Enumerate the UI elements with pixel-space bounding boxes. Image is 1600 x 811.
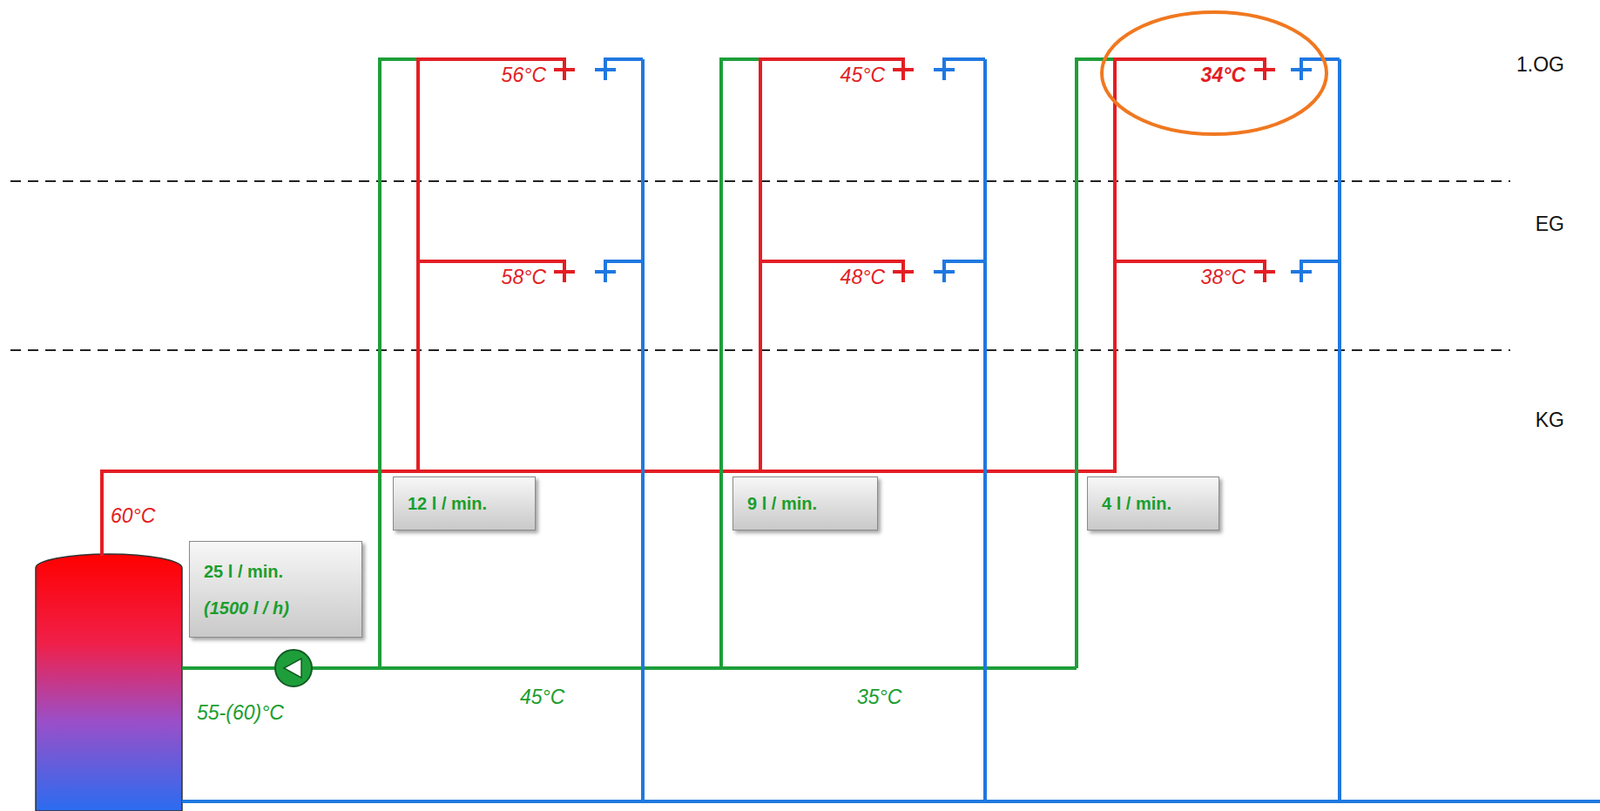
flow-rate-box: 4 l / min. [1086, 476, 1220, 531]
floor-name: EG [1535, 213, 1565, 236]
cold-riser [1337, 59, 1342, 802]
circulation-main [182, 666, 1077, 670]
circulation-riser [721, 59, 761, 669]
pump-arrow [283, 658, 302, 678]
temperature-label: 35°C [857, 686, 902, 709]
temperature-label: 48°C [840, 266, 885, 289]
floor-name: KG [1535, 409, 1565, 432]
cold-tap [1290, 67, 1312, 72]
hot-riser [1114, 59, 1265, 472]
temperature-label: 38°C [1201, 266, 1246, 289]
pump-body [275, 649, 312, 687]
flow-rate-text: 12 l / min. [407, 493, 521, 514]
hot-tap [553, 270, 575, 274]
flow-rate-text: 4 l / min. [1101, 493, 1205, 514]
temperature-label: 60°C [110, 505, 156, 527]
flow-rate-box: 12 l / min. [392, 476, 536, 531]
highlight-ellipse [1101, 12, 1327, 135]
flow-rate-text: 9 l / min. [747, 493, 864, 514]
floor-name: 1.OG [1516, 54, 1565, 76]
temperature-label: 56°C [501, 64, 547, 87]
circulation-pump [275, 649, 312, 687]
temperature-label: 58°C [501, 266, 547, 289]
temperature-label: 34°C [1201, 64, 1246, 87]
hot-tap [892, 270, 914, 274]
flow-rate-box: 25 l / min. (1500 l / h) [189, 540, 363, 638]
storage-tank [35, 553, 183, 811]
cold-return-main [182, 799, 1600, 804]
hot-tap [1254, 67, 1276, 72]
temperature-label: 45°C [840, 64, 885, 87]
hot-riser [418, 59, 565, 472]
temperature-label: 45°C [519, 686, 565, 709]
cold-riser [641, 59, 645, 802]
tank-body [35, 553, 183, 811]
hot-tap [892, 67, 914, 72]
cold-riser [983, 59, 987, 802]
flow-rate-box: 9 l / min. [732, 476, 878, 531]
cold-tap [594, 270, 616, 274]
cold-tap [933, 270, 955, 274]
hot-riser [760, 59, 904, 472]
hot-tap [553, 67, 575, 72]
cold-tap [933, 67, 955, 72]
cold-tap [594, 67, 616, 72]
flow-rate-text: 25 l / min. [203, 561, 348, 581]
circulation-riser [379, 59, 419, 669]
temperature-label: 55-(60)°C [196, 702, 284, 724]
hot-tap [1254, 270, 1276, 274]
circulation-riser [1076, 59, 1115, 669]
flow-rate-text: (1500 l / h) [203, 598, 348, 618]
cold-tap [1290, 270, 1312, 274]
